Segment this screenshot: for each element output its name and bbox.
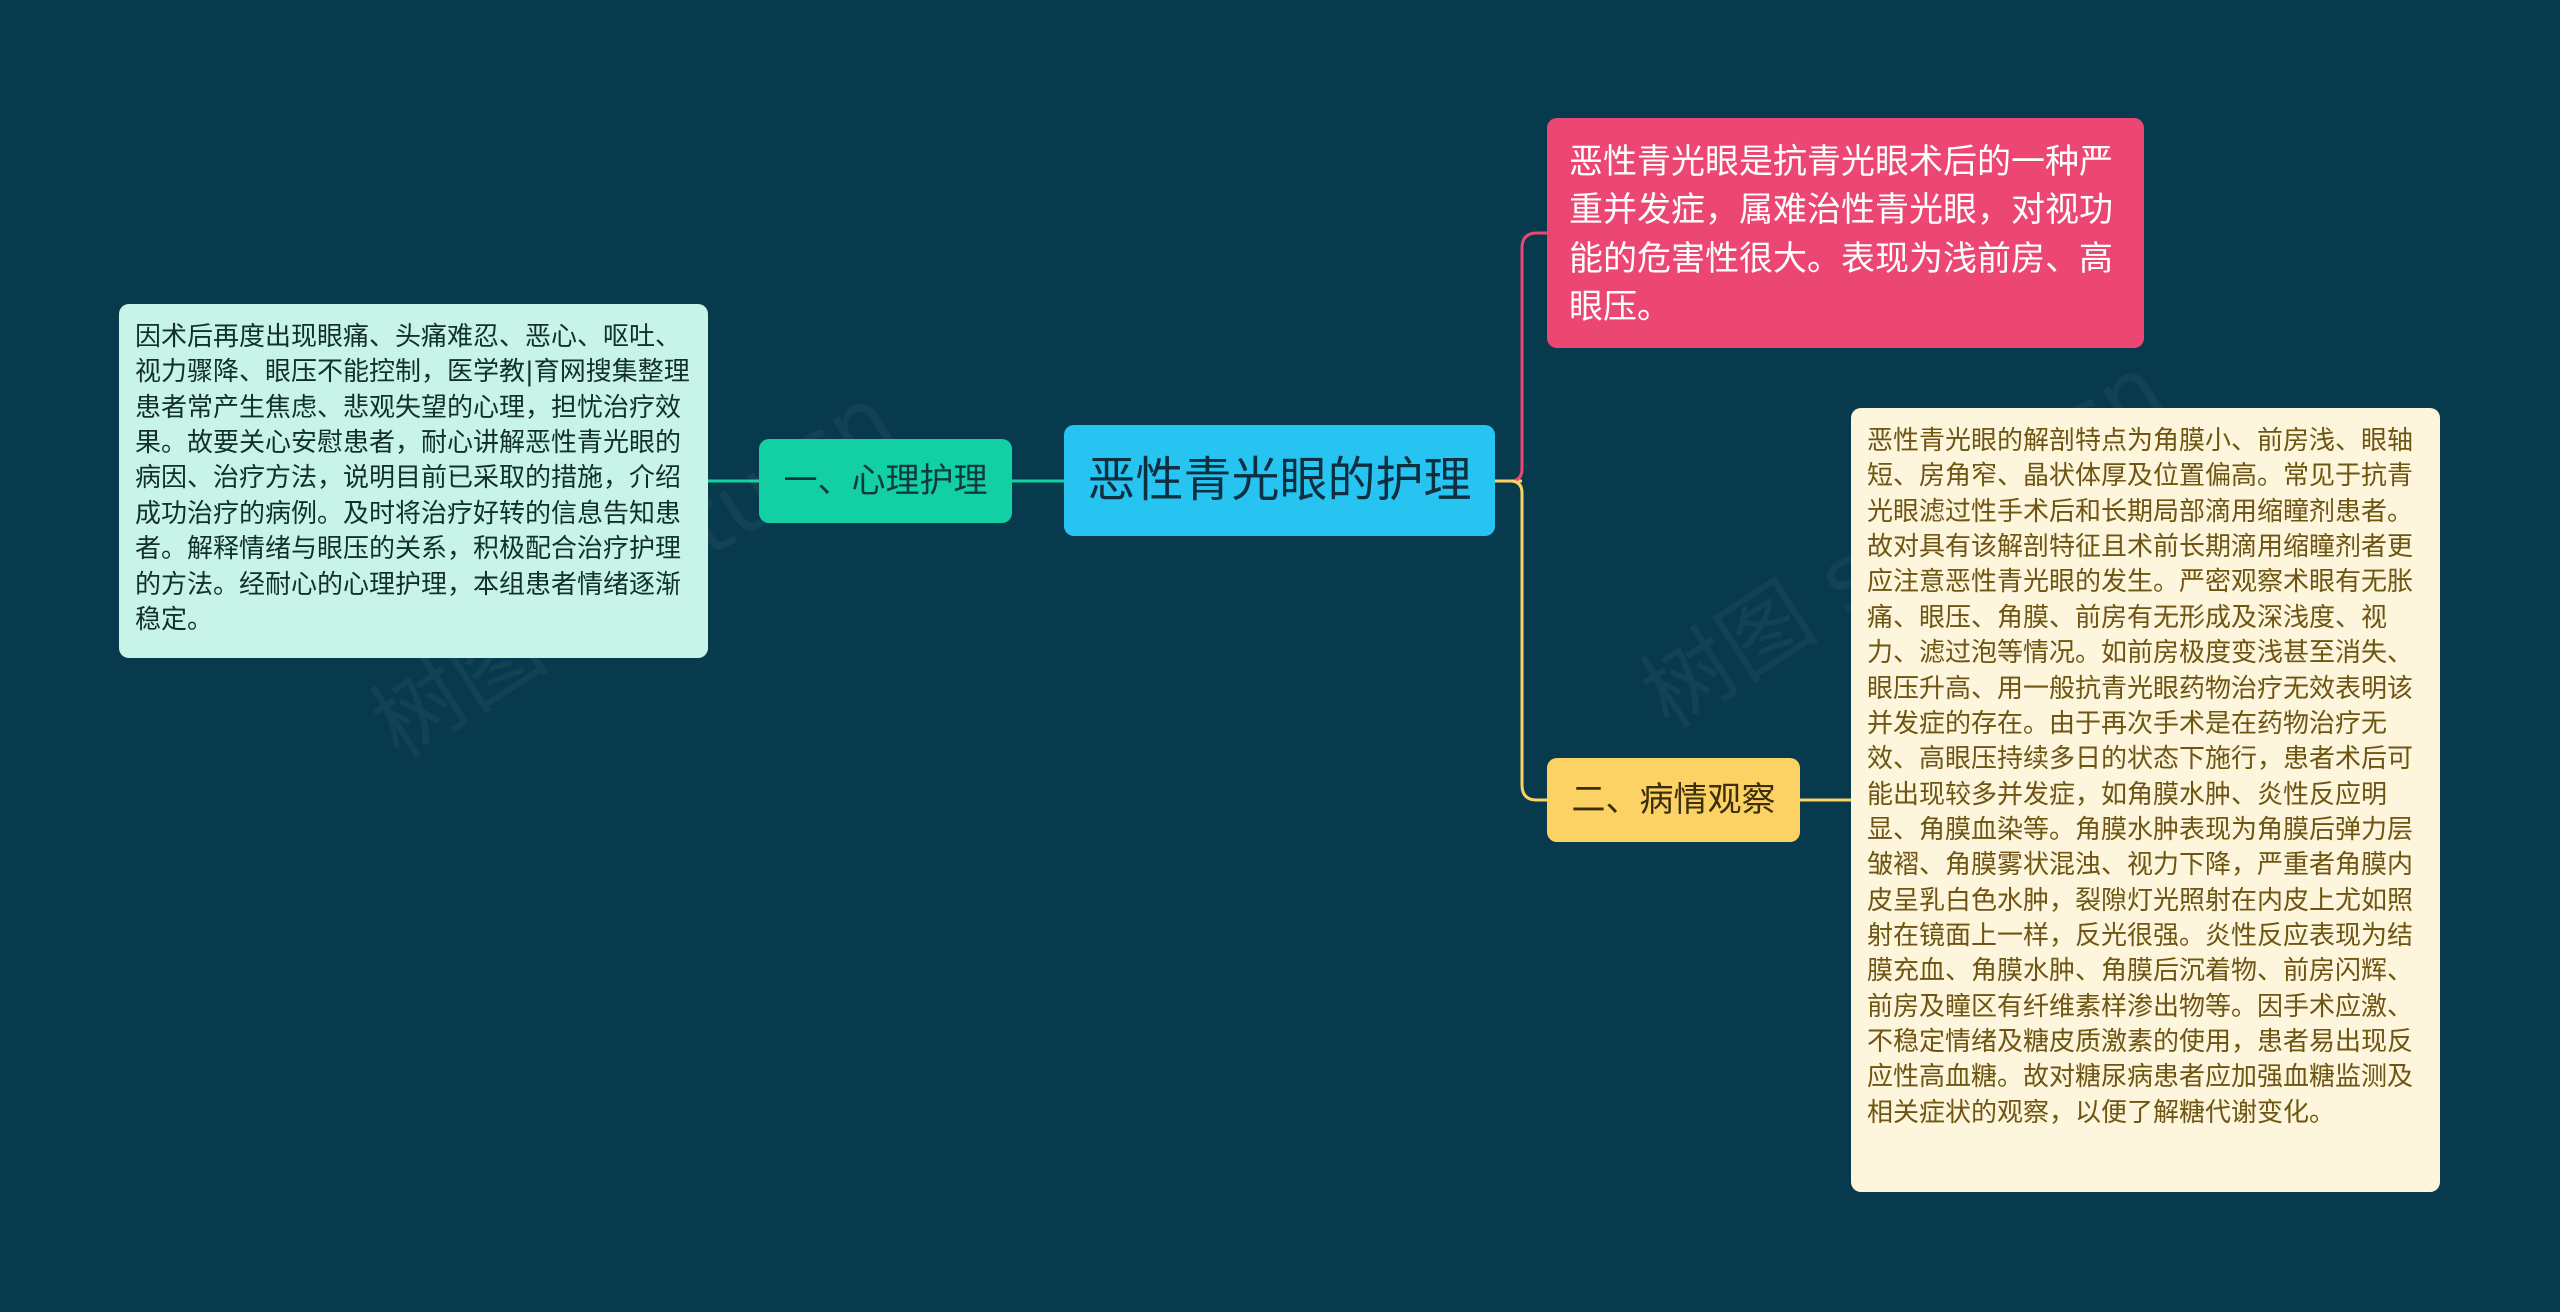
leaf-observation-content[interactable]: 恶性青光眼的解剖特点为角膜小、前房浅、眼轴短、房角窄、晶状体厚及位置偏高。常见于… (1851, 408, 2440, 1192)
link-central-observation (1495, 479, 1547, 802)
branch-observation[interactable]: 二、病情观察 (1547, 758, 1800, 842)
leaf-psych-content[interactable]: 因术后再度出现眼痛、头痛难忍、恶心、呕吐、视力骤降、眼压不能控制，医学教|育网搜… (119, 304, 708, 658)
link-central-definition (1495, 231, 1547, 483)
leaf-definition[interactable]: 恶性青光眼是抗青光眼术后的一种严重并发症，属难治性青光眼，对视功能的危害性很大。… (1547, 118, 2144, 348)
central-topic[interactable]: 恶性青光眼的护理 (1064, 425, 1495, 536)
branch-psych[interactable]: 一、心理护理 (759, 439, 1012, 523)
